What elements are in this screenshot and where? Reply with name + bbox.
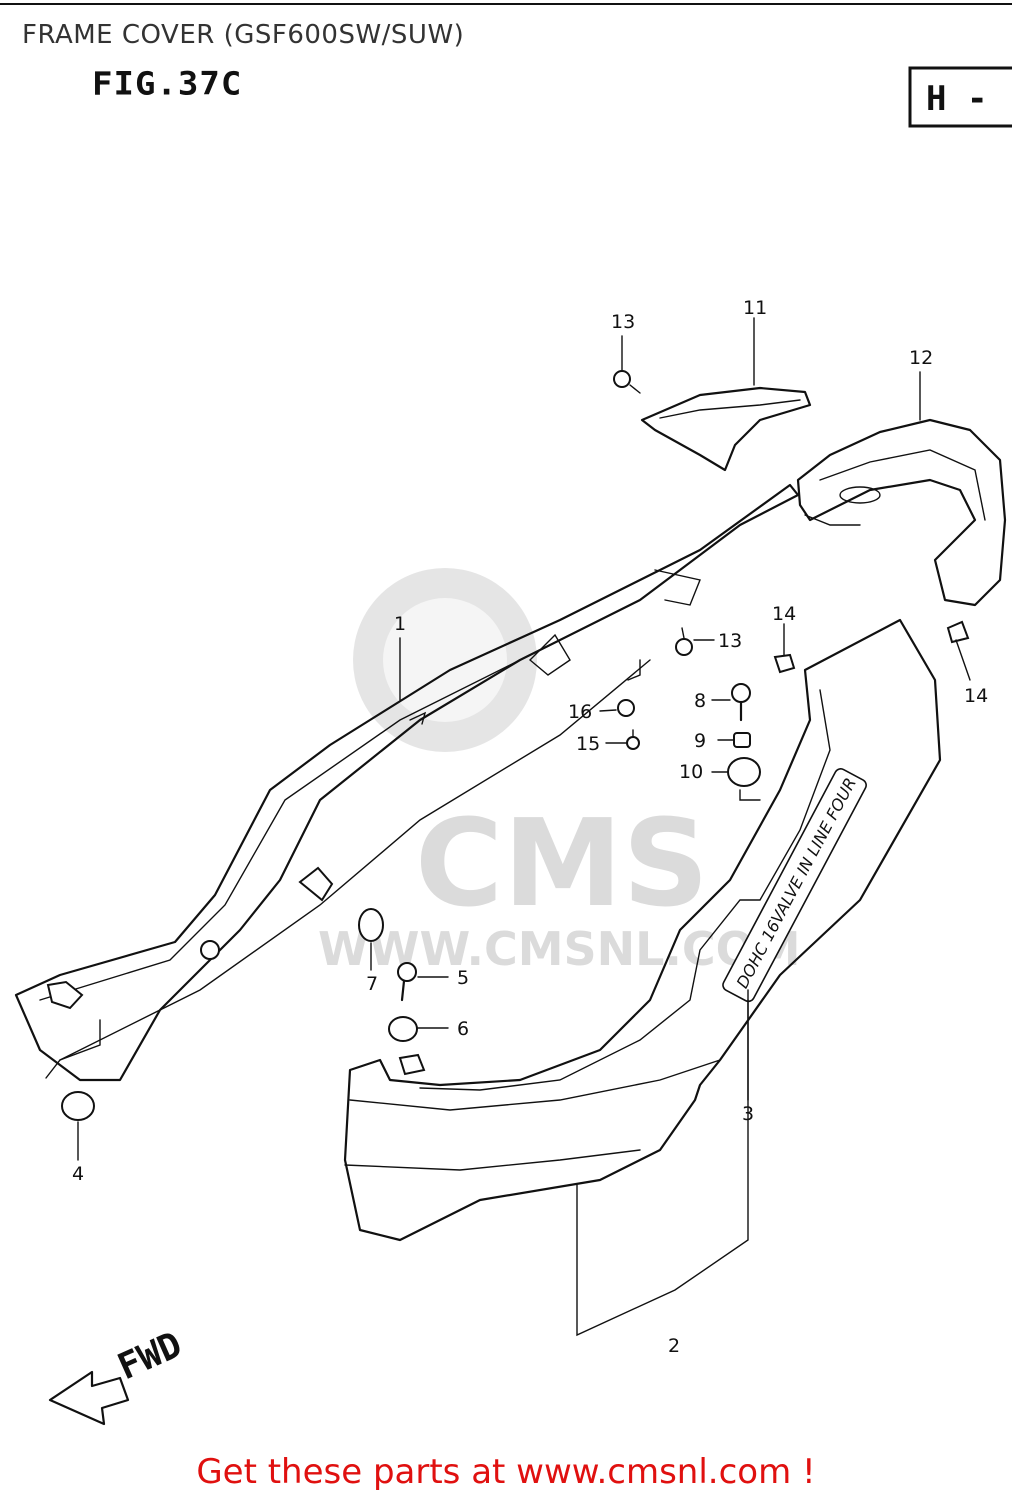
callout-16: 16 [568, 701, 592, 723]
collar-9 [733, 732, 751, 748]
tail-light-cover-part-12 [796, 418, 1007, 607]
fwd-label: FWD [112, 1324, 188, 1388]
figure-label: FIG.37C [92, 65, 243, 103]
watermark-url: WWW.CMSNL.COM [318, 922, 801, 976]
callout-2: 2 [668, 1335, 680, 1357]
frame-rail-part-1 [14, 483, 800, 1082]
hardware-parts [45, 370, 970, 1121]
callout-1: 1 [394, 613, 406, 635]
forward-direction-arrow: FWD [48, 1324, 188, 1426]
callout-11: 11 [743, 297, 767, 319]
screw-13-mid [675, 627, 693, 656]
grommet-7 [358, 908, 384, 942]
callout-7: 7 [366, 973, 378, 995]
callout-3: 3 [742, 1103, 754, 1125]
watermark-logo: CMS [415, 795, 709, 934]
bolt-15 [626, 729, 640, 750]
screw-8 [731, 683, 751, 722]
grommet-6 [388, 1016, 418, 1042]
clip-14-top [773, 653, 796, 674]
clip-14-right [946, 620, 970, 644]
callout-14-right: 14 [964, 685, 988, 707]
callout-5: 5 [457, 967, 469, 989]
callout-8: 8 [694, 690, 706, 712]
footer-link-text[interactable]: Get these parts at www.cmsnl.com ! [196, 1452, 816, 1492]
leader-lines [77, 317, 971, 1161]
callout-13-top: 13 [611, 311, 635, 333]
screw-5 [397, 962, 417, 1002]
callout-10: 10 [679, 761, 703, 783]
callout-12: 12 [909, 347, 933, 369]
callout-4: 4 [72, 1163, 84, 1185]
grommet-10 [727, 757, 761, 787]
callout-6: 6 [457, 1018, 469, 1040]
callout-14-top: 14 [772, 603, 796, 625]
corner-index-box: H - [908, 66, 1012, 128]
callout-numbers: 1 2 3 4 5 6 7 8 9 10 11 12 13 13 14 14 1… [72, 297, 988, 1357]
page-title: FRAME COVER (GSF600SW/SUW) [22, 20, 465, 50]
nut-16 [617, 699, 635, 717]
callout-15: 15 [576, 733, 600, 755]
callout-13-mid: 13 [718, 630, 742, 652]
screw-13-top [613, 370, 641, 394]
tail-cover-part-11 [640, 386, 812, 472]
callout-9: 9 [694, 730, 706, 752]
corner-box-text: H - [926, 79, 987, 119]
grommet-4 [61, 1091, 95, 1121]
